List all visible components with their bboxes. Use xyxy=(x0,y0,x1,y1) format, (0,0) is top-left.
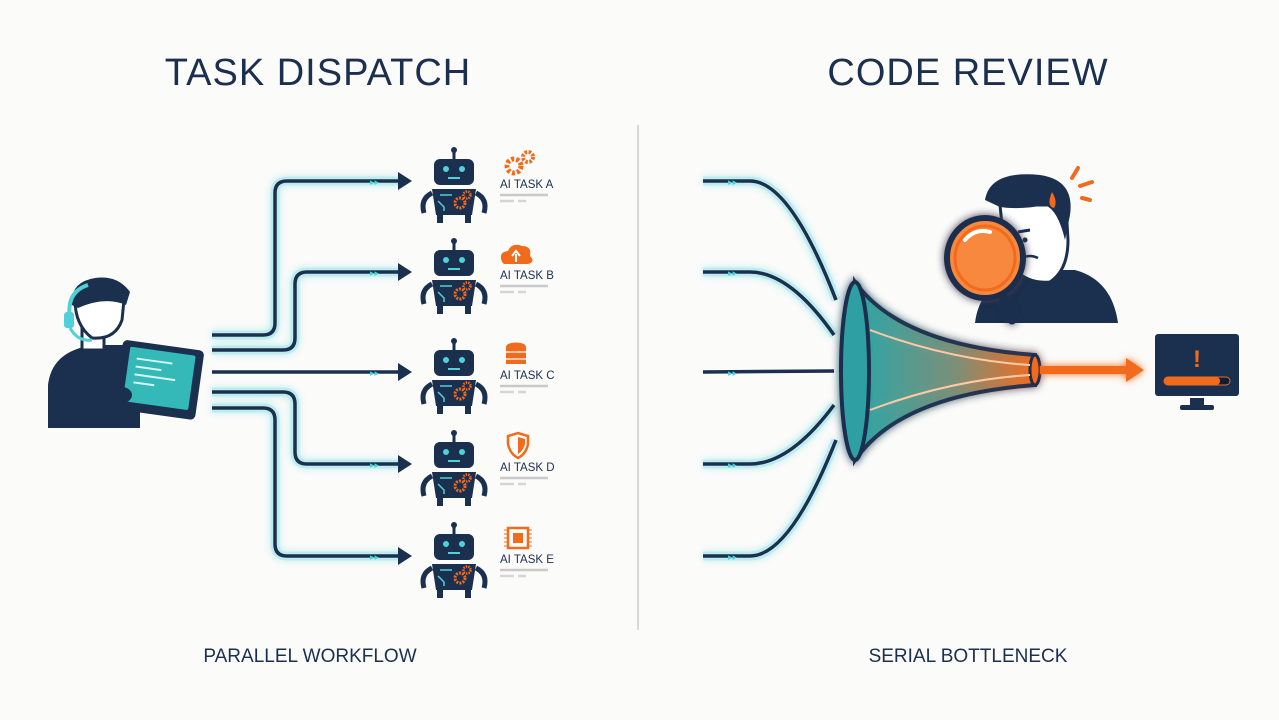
robot-icon xyxy=(420,238,488,314)
output-arrow xyxy=(1040,358,1144,382)
svg-text:▸▸: ▸▸ xyxy=(370,177,380,187)
review-input-arrow: ▸▸ xyxy=(703,267,838,338)
robot-icon xyxy=(420,522,488,598)
robot-icon xyxy=(420,430,488,506)
serial-bottleneck-caption: SERIAL BOTTLENECK xyxy=(868,646,1068,667)
magnifying-glass-icon xyxy=(944,215,1026,325)
task-label: AI TASK D xyxy=(500,462,555,474)
dispatch-arrow: ▸▸ xyxy=(212,172,412,340)
review-input-arrow: ▸▸ xyxy=(703,176,841,302)
svg-text:▸▸: ▸▸ xyxy=(370,268,380,278)
dispatch-arrow: ▸▸ xyxy=(212,363,412,381)
task-label: AI TASK A xyxy=(500,179,554,191)
parallel-workflow-caption: PARALLEL WORKFLOW xyxy=(203,646,417,667)
alert-mark: ! xyxy=(1193,346,1201,373)
shield-icon xyxy=(506,431,530,460)
robot-icon xyxy=(420,338,488,414)
dispatcher-person-icon xyxy=(48,277,204,428)
dispatch-arrow: ▸▸ xyxy=(212,403,412,565)
review-input-arrow: ▸▸ xyxy=(703,438,841,562)
task-label: AI TASK B xyxy=(500,270,554,282)
dispatch-arrow: ▸▸ xyxy=(212,263,412,355)
review-input-arrow: ▸▸ xyxy=(702,366,835,378)
progress-bar-fill xyxy=(1164,377,1221,385)
monitor-alert-icon: ! xyxy=(1155,334,1239,410)
svg-text:▸▸: ▸▸ xyxy=(370,368,380,378)
funnel-bottleneck xyxy=(839,275,1042,467)
review-input-arrow: ▸▸ xyxy=(703,402,838,470)
robot-icon xyxy=(420,147,488,223)
task-label: AI TASK E xyxy=(500,554,554,566)
svg-text:▸▸: ▸▸ xyxy=(728,177,738,187)
svg-text:▸▸: ▸▸ xyxy=(728,268,738,278)
dispatch-arrow: ▸▸ xyxy=(212,387,412,473)
task-dispatch-title: TASK DISPATCH xyxy=(164,52,472,94)
svg-text:▸▸: ▸▸ xyxy=(728,368,738,378)
gears-icon xyxy=(504,150,535,176)
cloud-upload-icon xyxy=(500,244,533,264)
database-icon xyxy=(505,341,527,365)
chip-icon xyxy=(504,526,532,550)
tablet-icon xyxy=(114,340,204,420)
svg-text:▸▸: ▸▸ xyxy=(728,552,738,562)
svg-text:▸▸: ▸▸ xyxy=(370,460,380,470)
code-review-title: CODE REVIEW xyxy=(827,52,1109,94)
task-label: AI TASK C xyxy=(500,370,555,382)
svg-text:▸▸: ▸▸ xyxy=(728,460,738,470)
svg-text:▸▸: ▸▸ xyxy=(370,552,380,562)
